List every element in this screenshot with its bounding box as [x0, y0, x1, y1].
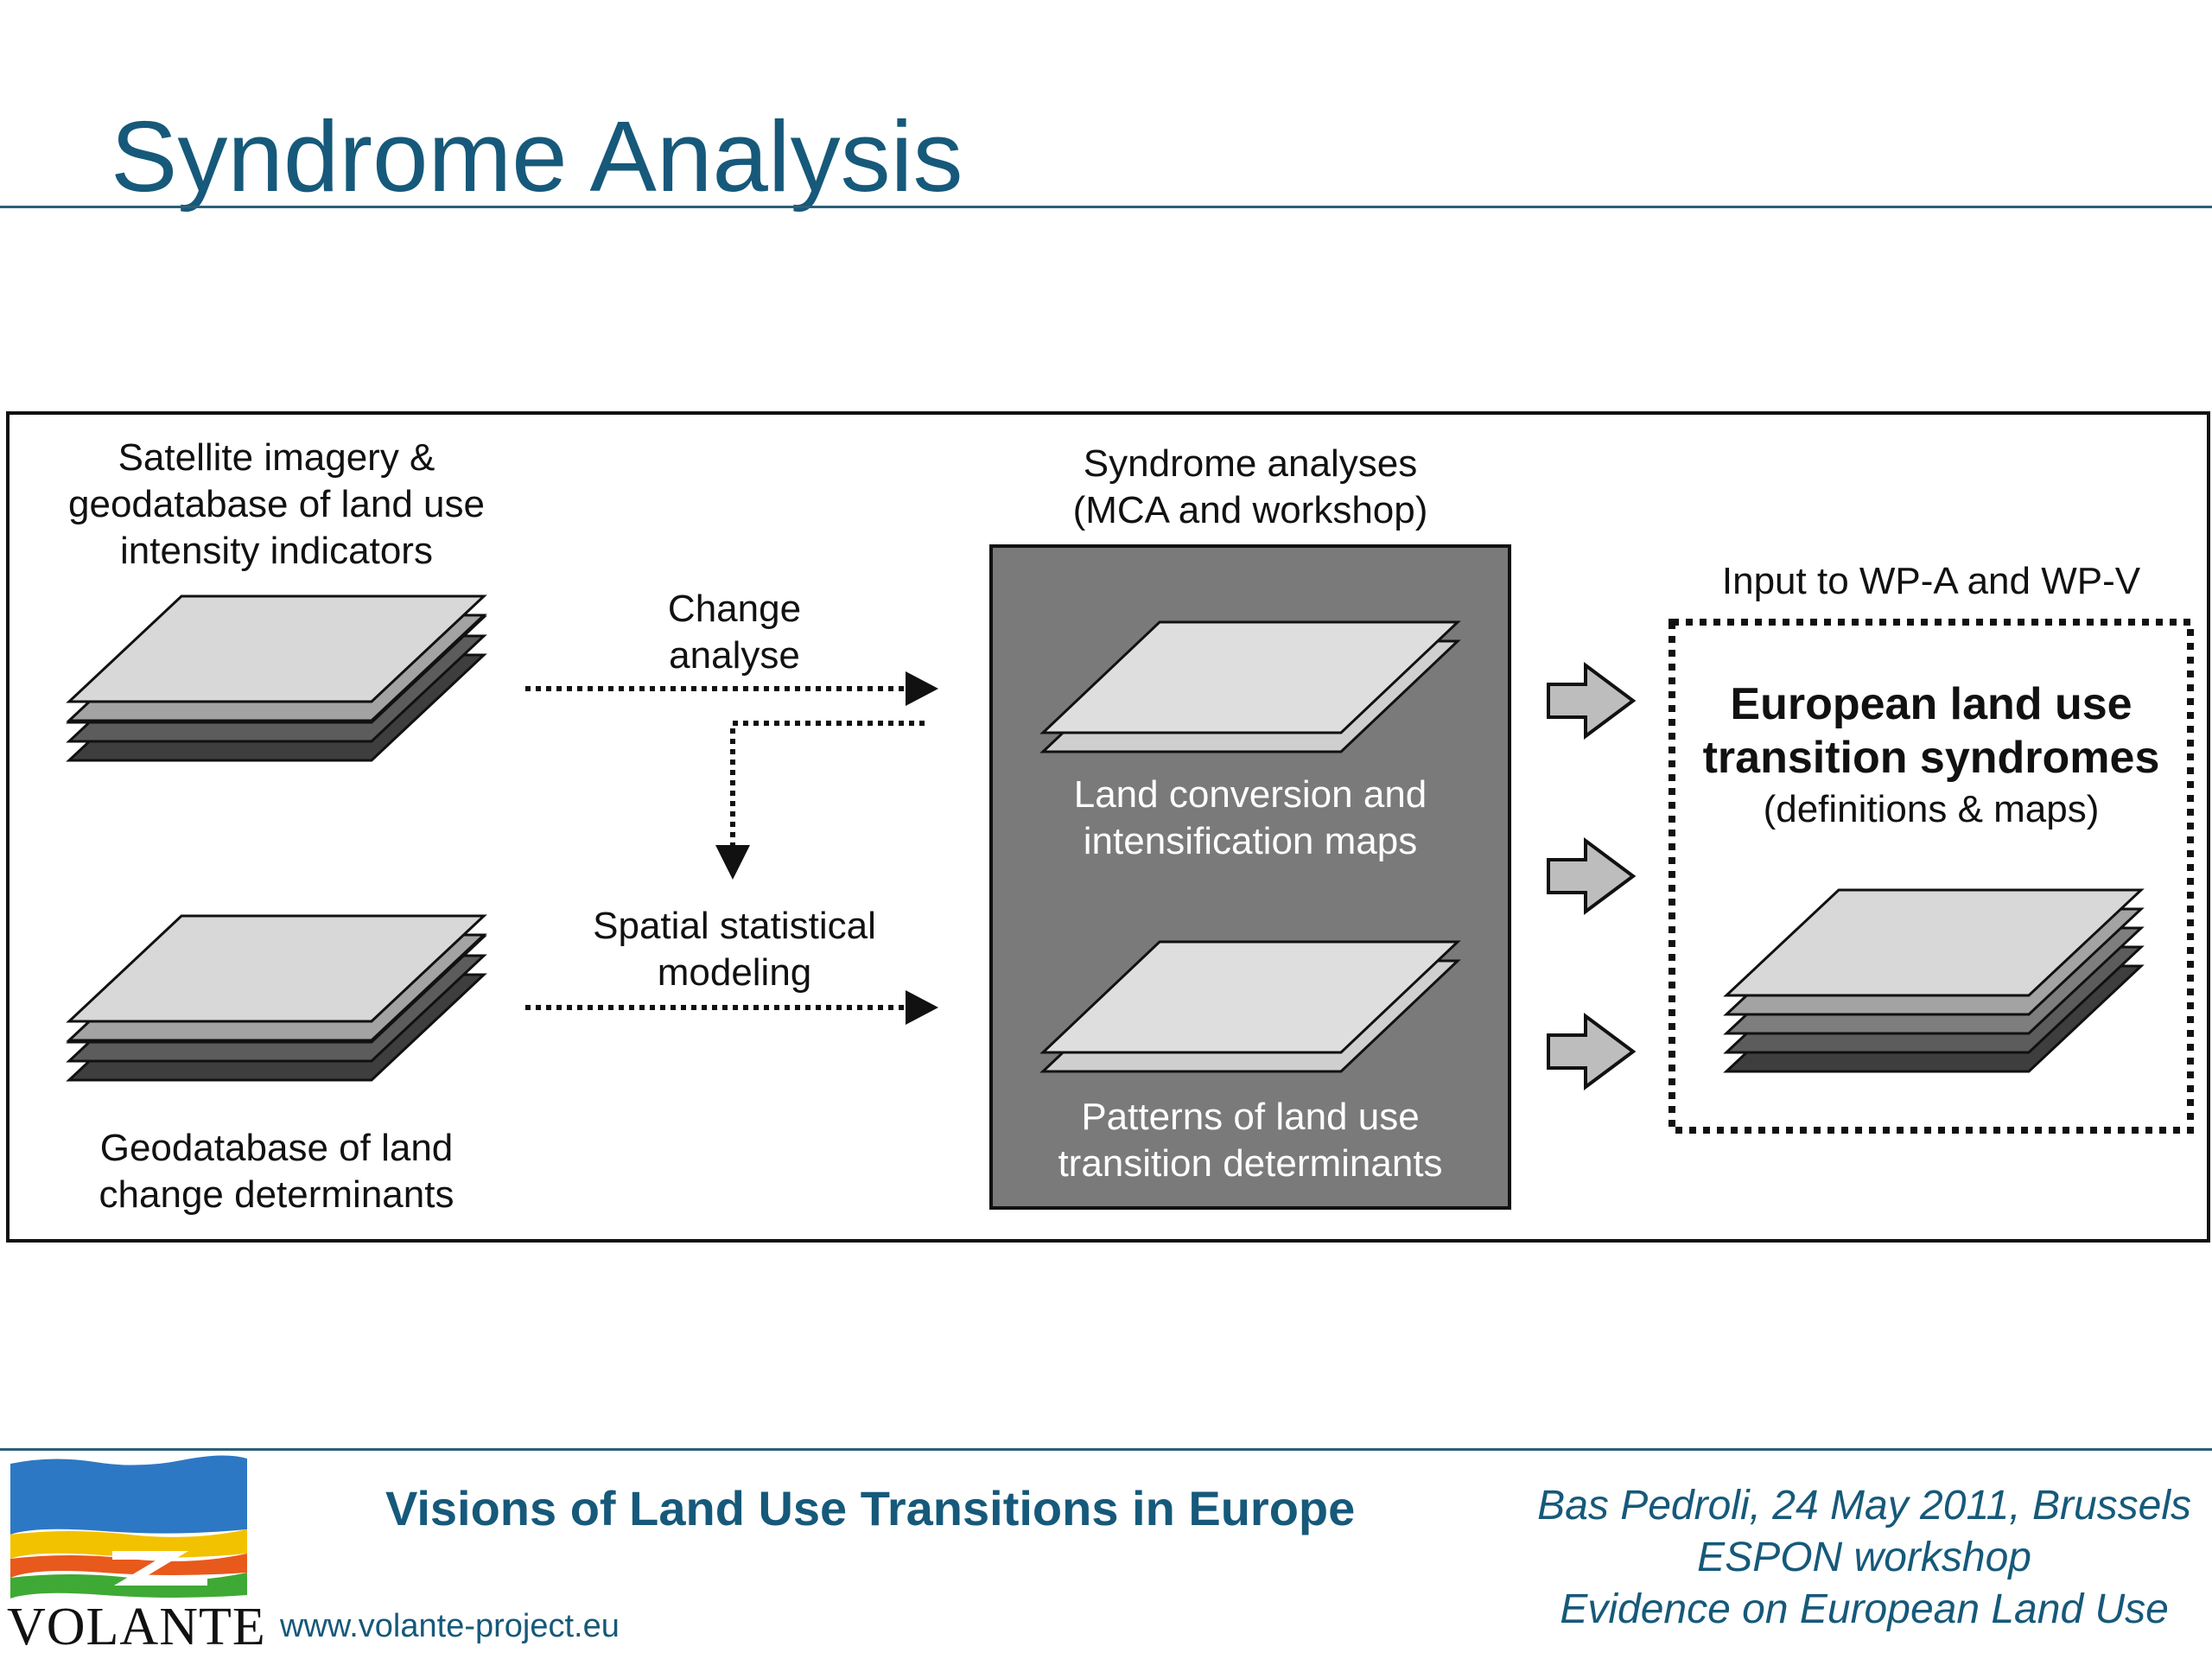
change-label-line-2: analyse [669, 634, 800, 677]
satellite-label-line-1: Satellite imagery & [118, 436, 435, 479]
project-title: Visions of Land Use Transitions in Europ… [385, 1481, 1356, 1535]
diagram-frame [6, 411, 2210, 1243]
european-syndromes-label: European land use transition syndromes [1672, 677, 2190, 785]
input-wp-label: Input to WP-A and WP-V [1721, 560, 2141, 602]
change-label-line-1: Change [667, 588, 802, 630]
geodatabase-label-line-1: Geodatabase of land [99, 1127, 454, 1169]
change-to-spatial-arrow [715, 721, 925, 880]
patterns-line-1: Patterns of land use [1081, 1096, 1420, 1138]
satellite-label-line-3: intensity indicators [120, 530, 433, 572]
title-rule [0, 206, 2212, 208]
satellite-layer-stack [66, 594, 487, 762]
land-conversion-label: Land conversion and intensification maps [991, 772, 1510, 865]
definitions-label: (definitions & maps) [1763, 788, 2100, 830]
project-url[interactable]: www.volante-project.eu [280, 1608, 620, 1644]
patterns-line-2: transition determinants [1058, 1142, 1443, 1185]
footer-rule [0, 1448, 2212, 1451]
block-arrow-bottom [1547, 1013, 1637, 1090]
european-label-line-2: transition syndromes [1702, 733, 2160, 783]
block-arrow-middle [1547, 837, 1637, 915]
patterns-layers [1039, 940, 1461, 1073]
satellite-label-line-2: geodatabase of land use [68, 483, 485, 525]
change-analyse-label: Change analyse [562, 586, 907, 679]
european-label-line-1: European land use [1730, 679, 2133, 729]
spatial-modeling-label: Spatial statistical modeling [544, 903, 925, 996]
presenter-line-2: ESPON workshop [1697, 1535, 2031, 1580]
block-arrow-top [1547, 662, 1637, 740]
syndrome-analyses-label: Syndrome analyses (MCA and workshop) [991, 441, 1510, 534]
syndrome-label-line-1: Syndrome analyses [1083, 442, 1418, 485]
land-conversion-line-1: Land conversion and [1073, 773, 1427, 816]
presenter-line-1: Bas Pedroli, 24 May 2011, Brussels [1537, 1483, 2191, 1529]
syndrome-label-line-2: (MCA and workshop) [1072, 489, 1428, 531]
patterns-label: Patterns of land use transition determin… [991, 1094, 1510, 1187]
geodatabase-layer-stack [66, 914, 487, 1082]
land-conversion-layers [1039, 620, 1461, 753]
geodatabase-label-line-2: change determinants [99, 1173, 454, 1216]
geodatabase-label: Geodatabase of land change determinants [52, 1125, 501, 1218]
spatial-label-line-1: Spatial statistical [593, 905, 876, 947]
presenter-info: Bas Pedroli, 24 May 2011, Brussels ESPON… [1537, 1480, 2191, 1636]
presenter-line-3: Evidence on European Land Use [1560, 1586, 2169, 1632]
land-conversion-line-2: intensification maps [1083, 820, 1418, 862]
change-analyse-arrow [525, 671, 938, 706]
spatial-label-line-2: modeling [657, 951, 812, 994]
syndromes-layer-stack [1723, 888, 2145, 1073]
volante-logo-text: VOLANTE [7, 1598, 266, 1656]
satellite-label: Satellite imagery & geodatabase of land … [52, 435, 501, 575]
volante-logo-icon [10, 1455, 247, 1599]
output-dotted-box [1669, 619, 2194, 1134]
spatial-modeling-arrow [525, 990, 938, 1025]
slide-title: Syndrome Analysis [111, 100, 963, 213]
